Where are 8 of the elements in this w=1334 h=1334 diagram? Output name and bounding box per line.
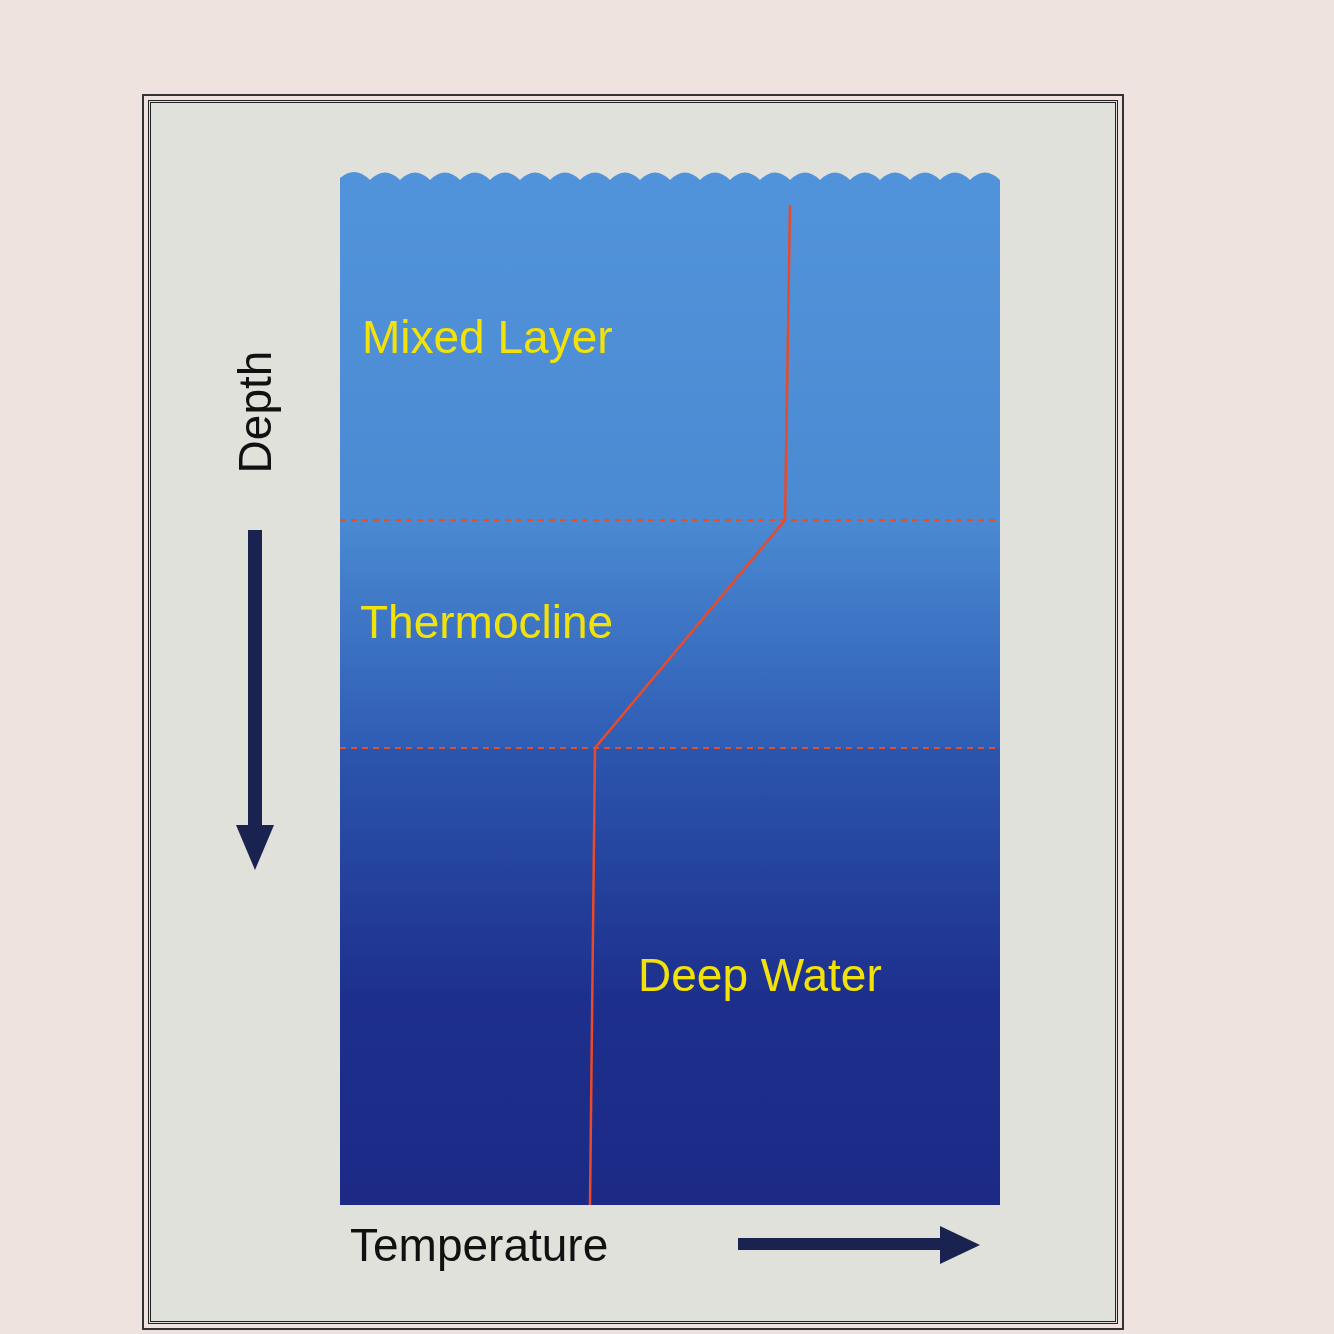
axis-label: Temperature <box>350 1218 609 1272</box>
mixed-layer-band <box>340 200 1000 520</box>
deep-water-band <box>340 748 1000 1205</box>
layer-label: Deep Water <box>638 948 882 1002</box>
layer-label: Thermocline <box>360 595 614 649</box>
axis-label: Depth <box>228 349 282 476</box>
thermocline-band <box>340 520 1000 748</box>
layer-label: Mixed Layer <box>362 310 613 364</box>
